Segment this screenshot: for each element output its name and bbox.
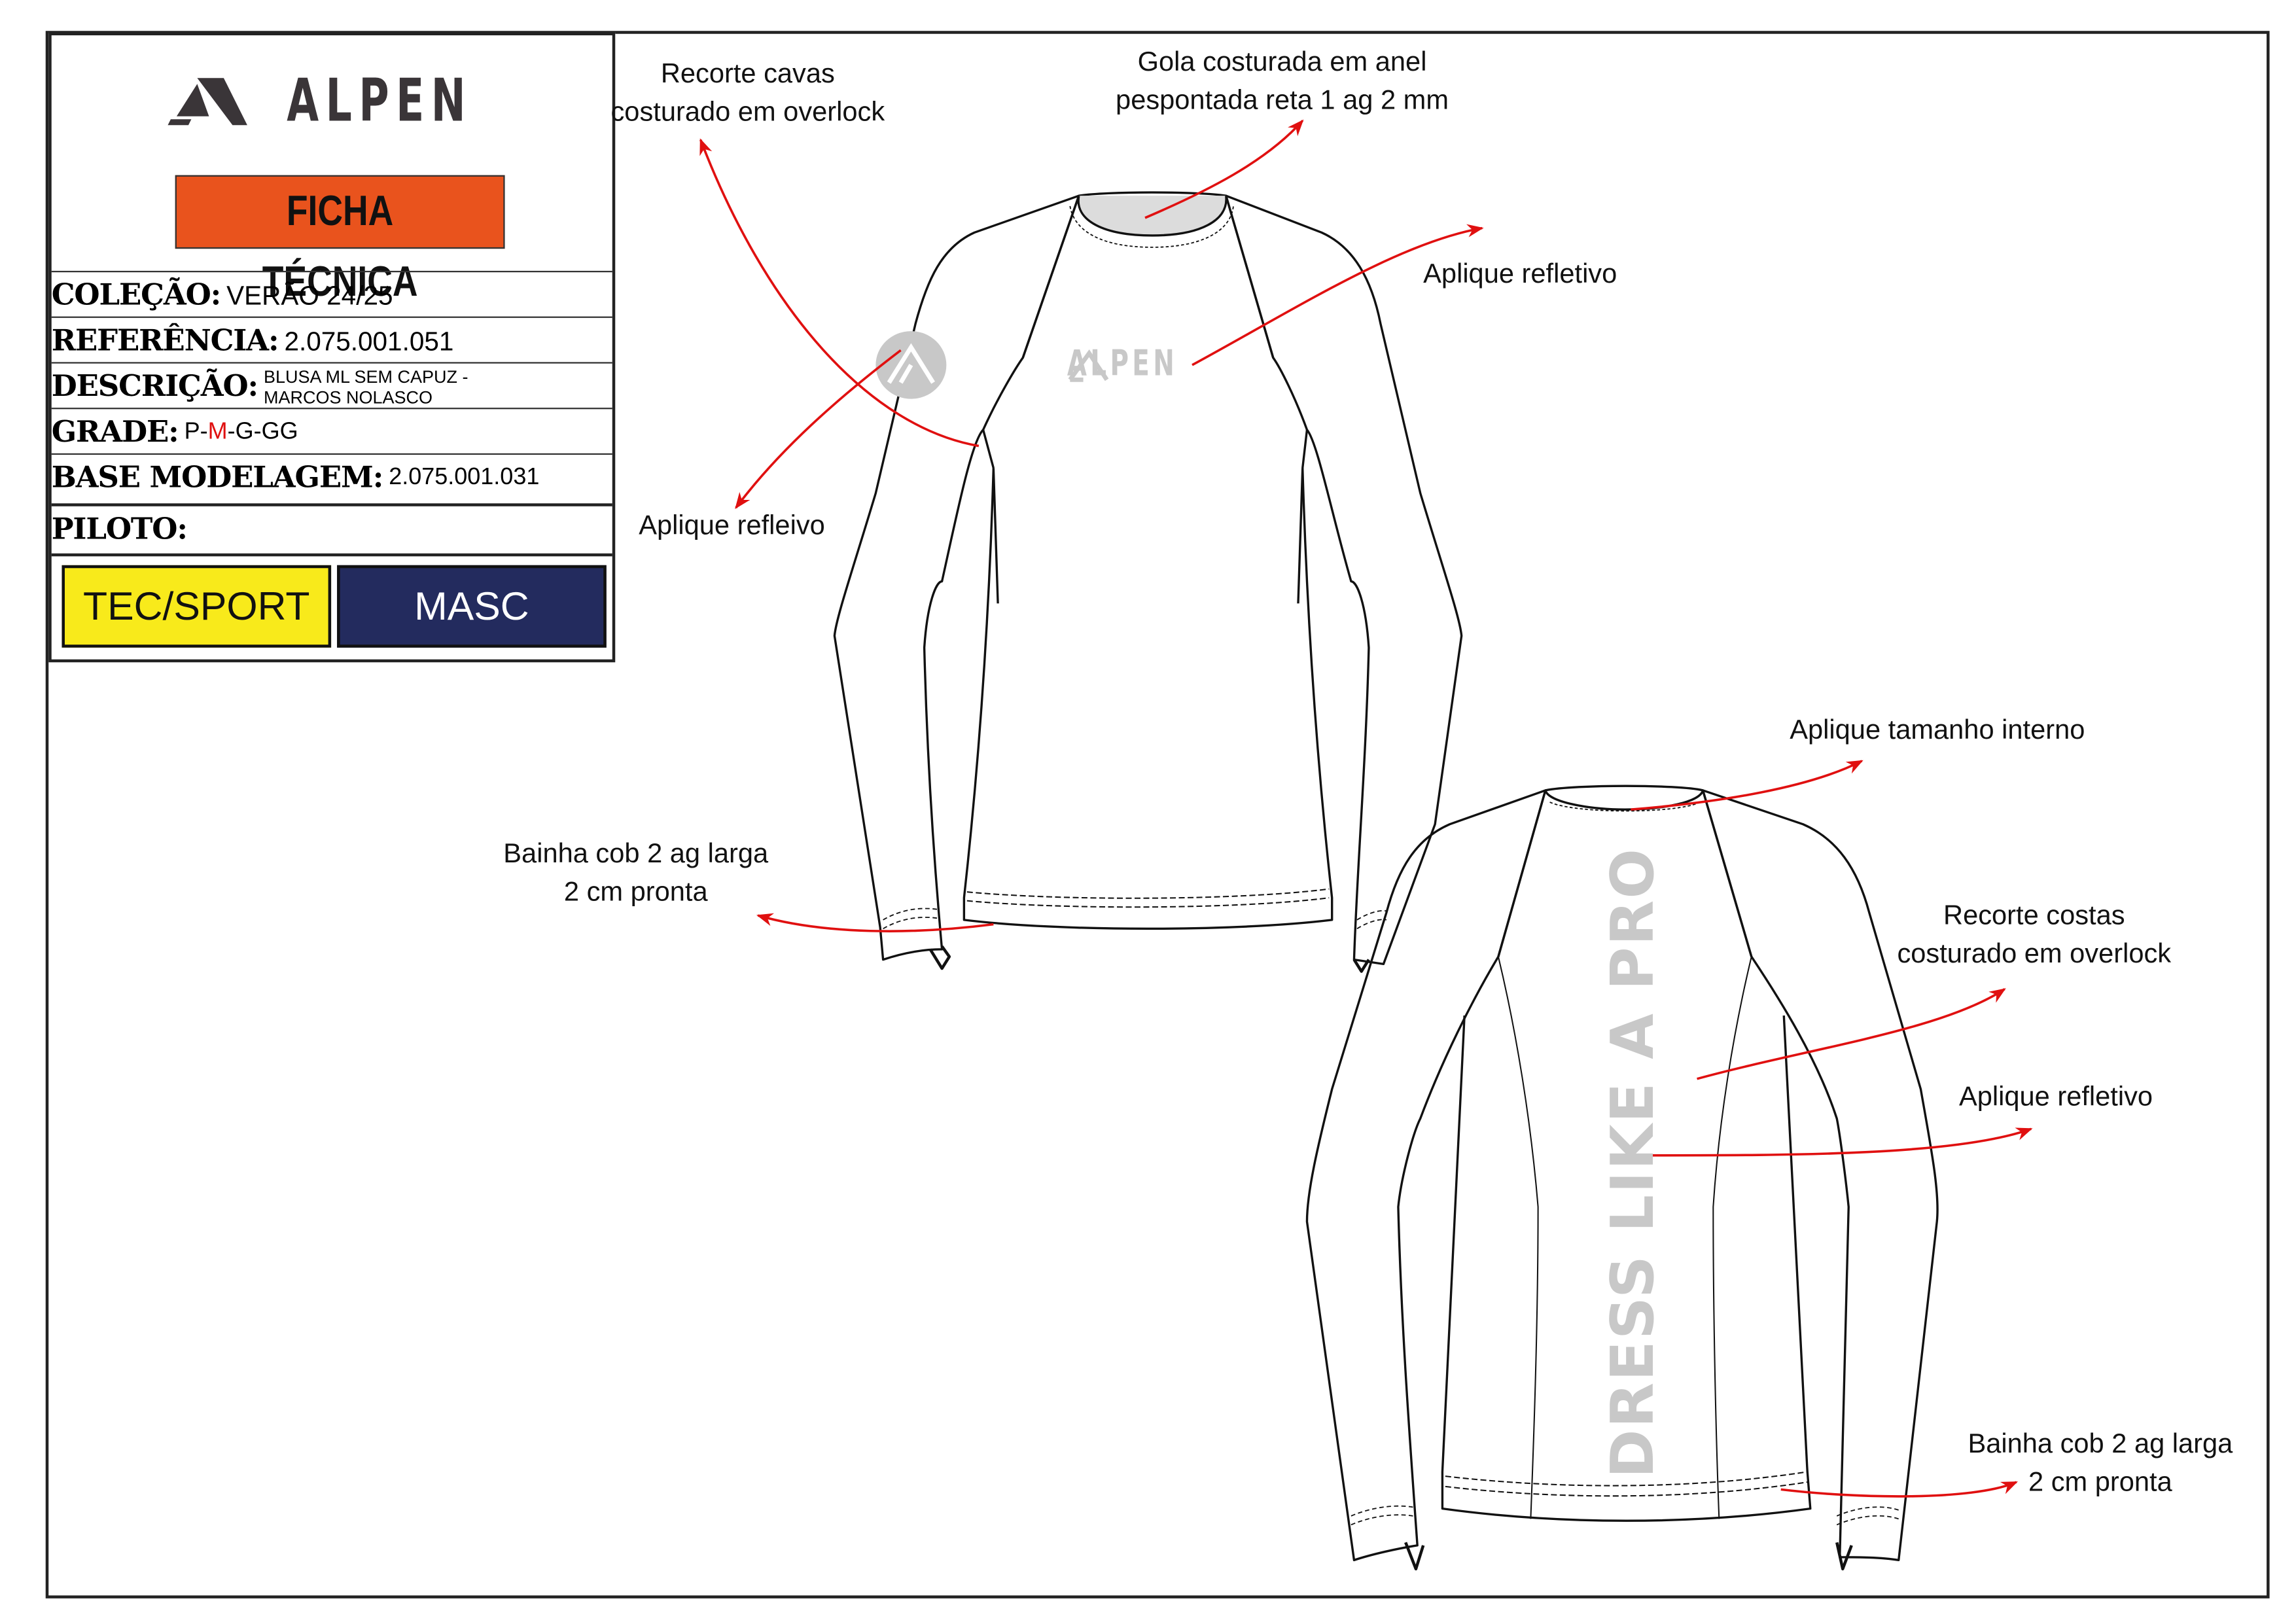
- sleeve-logo-patch: [875, 331, 947, 399]
- row-referencia: REFERÊNCIA:2.075.001.051: [51, 316, 612, 362]
- annotation-arrows: [699, 119, 2033, 1498]
- front-shirt: [833, 191, 1463, 973]
- annotation-aplique-front: Aplique refletivo: [1423, 257, 1617, 289]
- mountain-logo-icon: [168, 78, 247, 126]
- row-piloto: PILOTO:: [51, 503, 612, 557]
- page-frame: [45, 31, 2270, 1598]
- row-base-modelagem: BASE MODELAGEM:2.075.001.031: [51, 453, 612, 499]
- row-colecao: COLEÇÃO:VERÃO 24/25: [51, 270, 612, 317]
- annotation-aplique-back: Aplique refletivo: [1958, 1080, 2153, 1112]
- row-descricao: DESCRIÇÃO:BLUSA ML SEM CAPUZ -MARCOS NOL…: [51, 362, 612, 408]
- row-grade: GRADE:P-M-G-GG: [51, 408, 612, 453]
- category-badge: TEC/SPORT: [62, 565, 332, 648]
- annotation-aplique-tamanho: Aplique tamanho interno: [1790, 713, 2085, 745]
- chest-logo-icon: [1068, 349, 1109, 382]
- gender-badge: MASC: [337, 565, 607, 648]
- info-box: ALPEN DRESS LIKE A PRO FICHA TÉCNICA COL…: [48, 32, 616, 663]
- chest-print-text: ALPEN: [1067, 343, 1178, 385]
- back-shirt: [1305, 785, 1939, 1571]
- back-print-text: DRESS LIKE A PRO: [1600, 847, 1668, 1479]
- annotation-aplique-sleeve: Aplique refleivo: [639, 509, 825, 540]
- brand-logo: ALPEN: [52, 67, 612, 135]
- sheet-title: FICHA TÉCNICA: [175, 175, 505, 306]
